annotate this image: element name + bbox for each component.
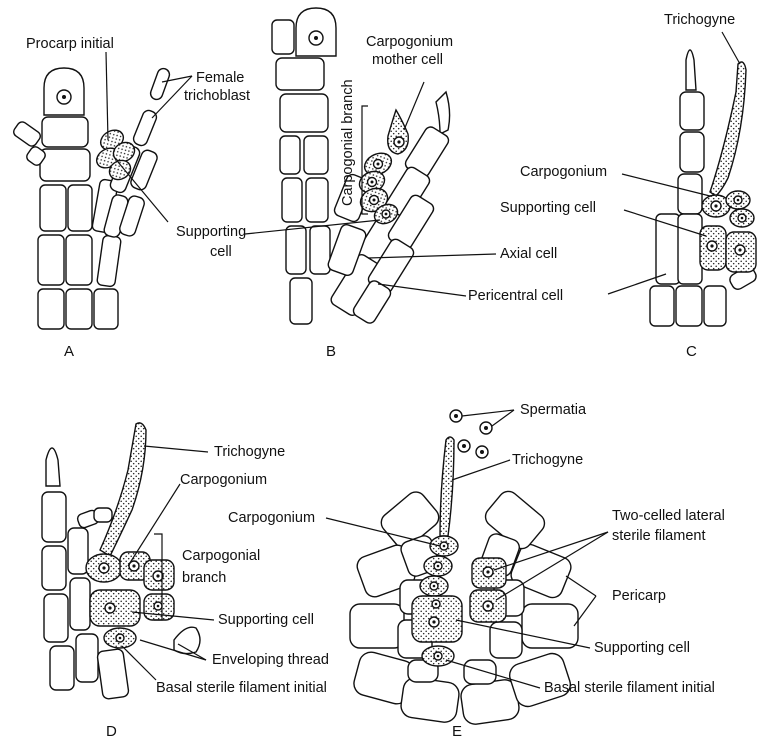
- label-trichogyne-d: Trichogyne: [214, 444, 285, 460]
- panel-c: Trichogyne Carpogonium Supporting cell C: [500, 12, 758, 360]
- label-carpogonium-e: Carpogonium: [228, 510, 315, 526]
- label-carpogonial-branch-line1: Carpogonial: [182, 548, 260, 564]
- label-two-celled-lateral-line1: Two-celled lateral: [612, 508, 725, 524]
- label-pericentral-cell: Pericentral cell: [468, 288, 563, 304]
- label-two-celled-lateral-line2: sterile filament: [612, 528, 705, 544]
- label-female-trichoblast-line1: Female: [196, 70, 244, 86]
- panel-d: Trichogyne Carpogonium Carpogonial branc…: [42, 423, 329, 740]
- label-supporting-cell-c: Supporting cell: [500, 200, 596, 216]
- label-carpogonial-branch-vertical: Carpogonial branch: [340, 79, 356, 206]
- label-pericarp: Pericarp: [612, 588, 666, 604]
- panel-d-letter: D: [106, 723, 117, 740]
- label-trichogyne-c: Trichogyne: [664, 12, 735, 28]
- panel-b: Carpogonium mother cell Carpogonial bran…: [245, 8, 563, 360]
- label-enveloping-thread: Enveloping thread: [212, 652, 329, 668]
- label-carpogonium-c: Carpogonium: [520, 164, 607, 180]
- panel-e-letter: E: [452, 723, 462, 740]
- label-carpogonium-mother-cell-line2: mother cell: [372, 52, 443, 68]
- panel-e-spermatia: [450, 410, 492, 458]
- label-basal-sterile-filament-initial-d: Basal sterile filament initial: [156, 680, 327, 696]
- label-carpogonium-d: Carpogonium: [180, 472, 267, 488]
- panel-b-letter: B: [326, 343, 336, 360]
- label-basal-sterile-filament-initial-e: Basal sterile filament initial: [544, 680, 715, 696]
- label-supporting-cell-e: Supporting cell: [594, 640, 690, 656]
- panel-a: Procarp initial Female trichoblast Suppo…: [12, 36, 250, 360]
- label-trichogyne-e: Trichogyne: [512, 452, 583, 468]
- panel-c-procarp-cells: [700, 62, 756, 272]
- label-carpogonium-mother-cell-line1: Carpogonium: [366, 34, 453, 50]
- panel-a-letter: A: [64, 343, 74, 360]
- label-supporting-cell-line1: Supporting: [176, 224, 246, 240]
- label-axial-cell: Axial cell: [500, 246, 557, 262]
- label-spermatia: Spermatia: [520, 402, 587, 418]
- label-supporting-cell-line2: cell: [210, 244, 232, 260]
- label-procarp-initial: Procarp initial: [26, 36, 114, 52]
- label-female-trichoblast-line2: trichoblast: [184, 88, 250, 104]
- panel-c-letter: C: [686, 343, 697, 360]
- label-supporting-cell-d: Supporting cell: [218, 612, 314, 628]
- label-carpogonial-branch-line2: branch: [182, 570, 226, 586]
